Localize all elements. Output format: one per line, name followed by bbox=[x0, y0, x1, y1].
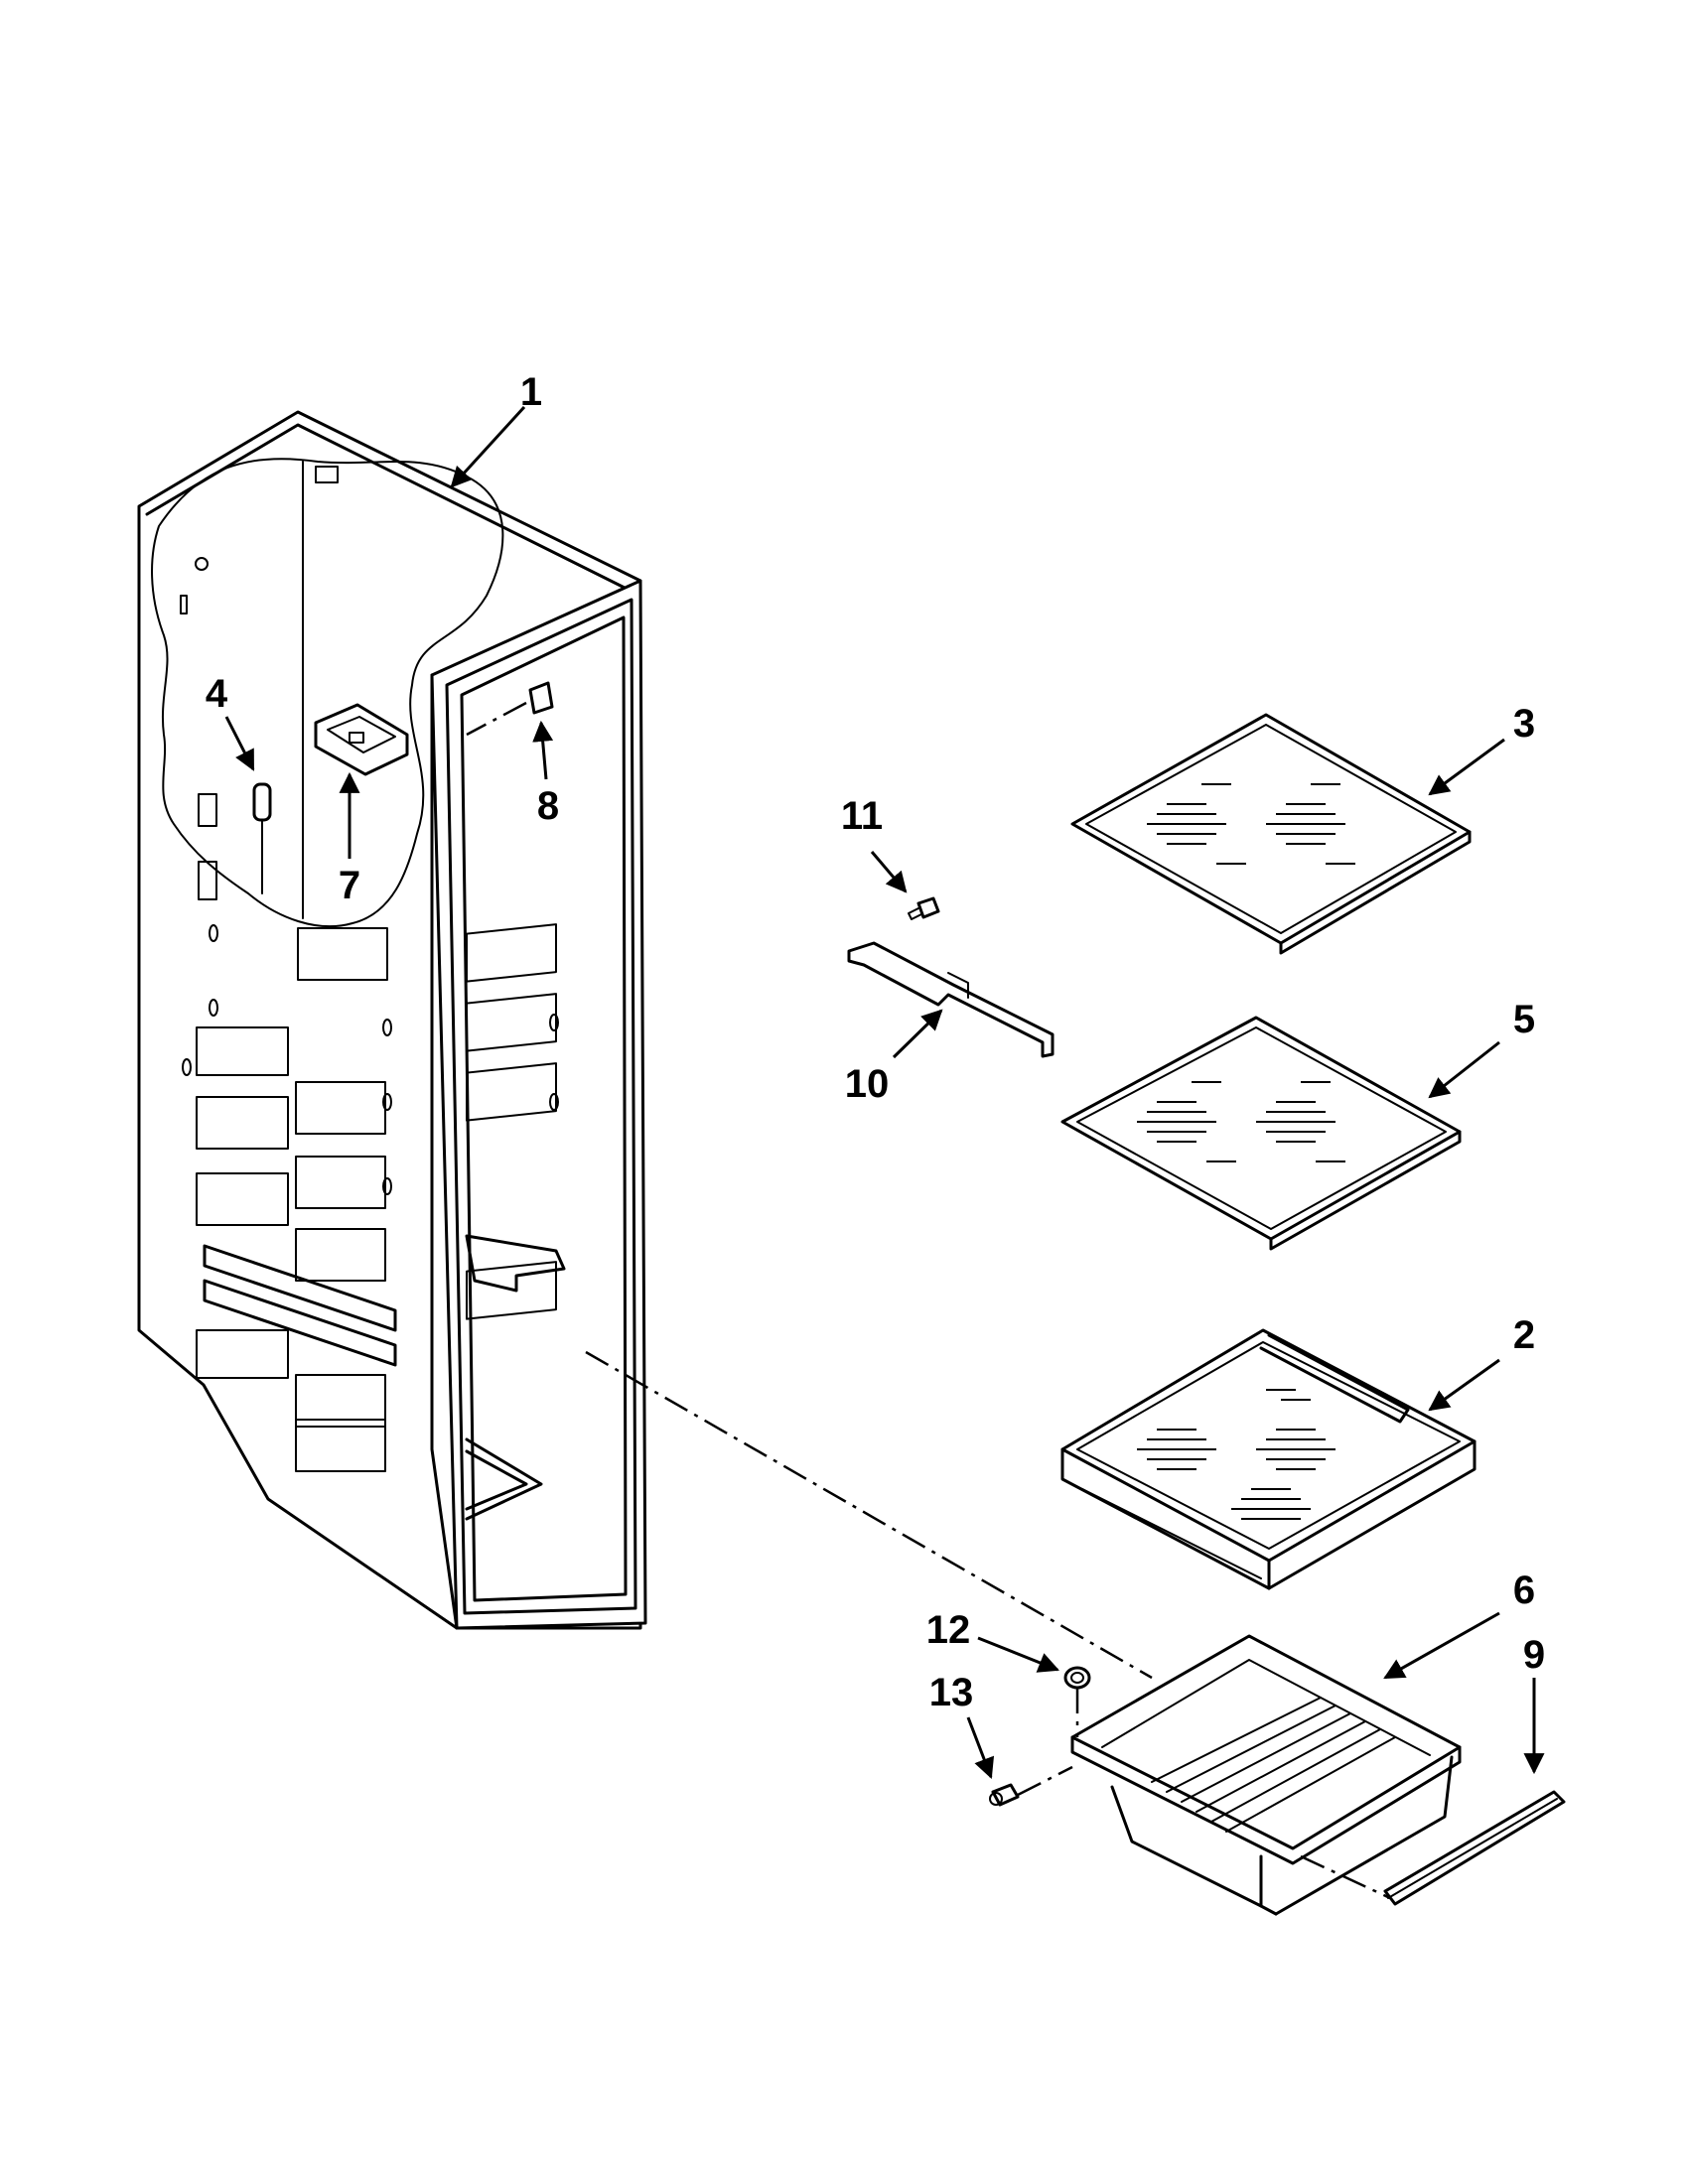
screw bbox=[908, 896, 940, 920]
rail-bracket bbox=[847, 941, 1055, 1058]
leader-2 bbox=[1428, 1358, 1500, 1412]
freezer-liner bbox=[137, 410, 647, 1630]
shelf-crisper-cover bbox=[1060, 1328, 1477, 1590]
trim-strip bbox=[1383, 1790, 1566, 1906]
callout-7: 7 bbox=[339, 864, 360, 907]
leader-4 bbox=[224, 716, 255, 771]
crisper-drawer bbox=[1070, 1634, 1462, 1916]
leader-12 bbox=[977, 1636, 1059, 1673]
callout-11: 11 bbox=[841, 794, 883, 838]
leader-8 bbox=[532, 720, 554, 780]
control-housing bbox=[314, 703, 409, 776]
clip bbox=[466, 681, 554, 737]
callout-6: 6 bbox=[1513, 1569, 1535, 1612]
callout-12: 12 bbox=[926, 1608, 971, 1652]
shelf-middle bbox=[1060, 1016, 1462, 1251]
thermistor bbox=[252, 782, 272, 894]
leader-13 bbox=[966, 1716, 995, 1779]
shelf-top bbox=[1070, 713, 1472, 955]
leader-6 bbox=[1383, 1611, 1500, 1680]
callout-13: 13 bbox=[929, 1671, 974, 1714]
alignment-line-roller bbox=[1017, 1765, 1073, 1797]
leader-3 bbox=[1428, 738, 1505, 796]
callout-5: 5 bbox=[1513, 998, 1535, 1041]
alignment-line-drawer bbox=[585, 1350, 1153, 1680]
leader-10 bbox=[892, 1009, 943, 1059]
callout-8: 8 bbox=[537, 784, 559, 828]
leader-11 bbox=[870, 851, 908, 893]
callout-3: 3 bbox=[1513, 702, 1535, 746]
leader-1 bbox=[450, 405, 526, 488]
cap bbox=[1063, 1666, 1091, 1690]
callout-10: 10 bbox=[845, 1062, 890, 1106]
callout-2: 2 bbox=[1513, 1313, 1535, 1357]
callout-4: 4 bbox=[206, 672, 228, 716]
roller bbox=[989, 1783, 1020, 1807]
alignment-line-trim bbox=[1300, 1854, 1391, 1900]
leader-5 bbox=[1428, 1040, 1500, 1099]
callout-9: 9 bbox=[1523, 1633, 1545, 1677]
callout-1: 1 bbox=[520, 370, 542, 414]
